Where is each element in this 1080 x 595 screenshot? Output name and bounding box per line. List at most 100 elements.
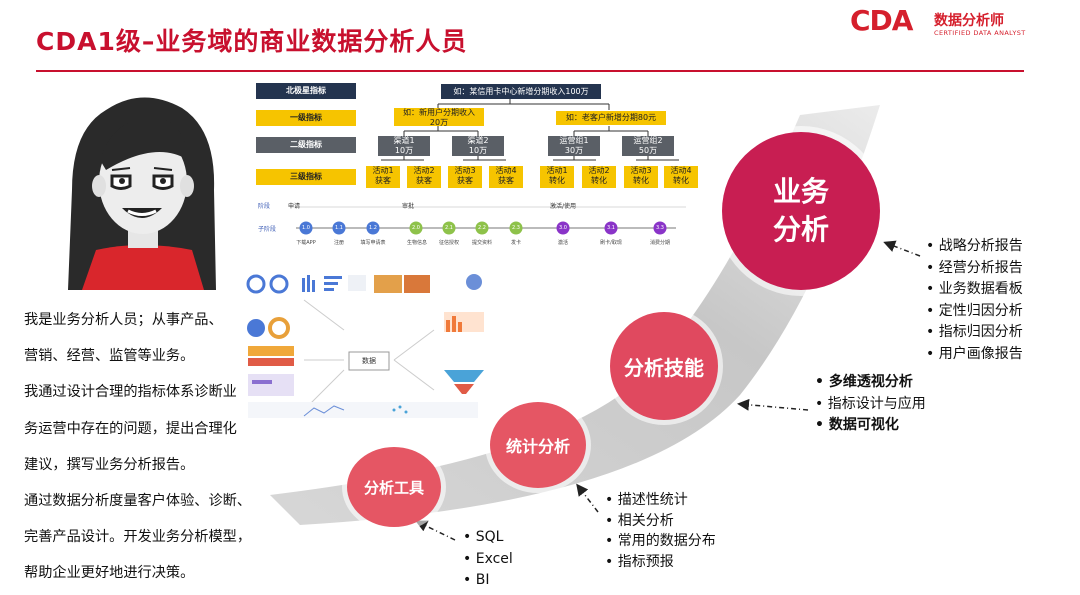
- list-item: 定性归因分析: [926, 301, 1023, 323]
- list-item: 指标预报: [605, 552, 716, 573]
- level3-label: 活动4: [495, 166, 517, 175]
- node-label: 刷卡/取现: [600, 240, 622, 246]
- analysis-skill-circle: 分析技能: [610, 312, 718, 420]
- level3-value: 获客: [498, 176, 514, 185]
- stage-label: 审批: [402, 203, 415, 210]
- customer-stage-flow: 阶段 子阶段 申请 审批 激活/使用 1.0 1.1 1.2 2.0 2.1 2…: [256, 198, 698, 260]
- level3-value: 获客: [375, 176, 391, 185]
- level3-value: 获客: [416, 176, 432, 185]
- visualization-mosaic: 数据: [244, 270, 494, 420]
- level-label-2: 二级指标: [290, 140, 322, 149]
- level2-value: 50万: [638, 146, 658, 155]
- level3-label: 活动1: [372, 166, 394, 175]
- north-star-box: 如：某信用卡中心新增分期收入100万: [441, 84, 601, 99]
- node-code: 2.3: [512, 225, 520, 231]
- statistical-analysis-list: 描述性统计 相关分析 常用的数据分布 指标预报: [605, 490, 716, 572]
- list-item: 多维透视分析: [815, 372, 926, 394]
- business-analysis-label: 业务分析: [772, 175, 829, 246]
- description-line: 务运营中存在的问题，提出合理化: [24, 420, 237, 437]
- list-item: 数据可视化: [815, 415, 926, 437]
- description-line: 我是业务分析人员；从事产品、: [24, 312, 223, 328]
- cda-logo: CDA 数据分析师 CERTIFIED DATA ANALYST: [850, 4, 1050, 46]
- level3-value: 转化: [633, 176, 649, 185]
- level2-box: 运营组1 30万: [548, 136, 600, 156]
- node-label: 提交资料: [471, 240, 492, 246]
- description-line: 营销、经营、监管等业务。: [24, 348, 195, 365]
- logo-cn-text: 数据分析师: [934, 13, 1004, 29]
- business-analysis-circle: 业务分析: [722, 132, 880, 290]
- node-code: 1.2: [369, 225, 377, 231]
- list-item: 业务数据看板: [926, 279, 1023, 301]
- analysis-tool-label: 分析工具: [363, 478, 424, 497]
- node-label: 激活: [557, 240, 568, 246]
- node-code: 3.0: [559, 225, 567, 231]
- node-label: 下载APP: [296, 240, 316, 246]
- description-line: 通过数据分析度量客户体验、诊断、: [24, 493, 252, 510]
- logo-main-text: CDA: [850, 4, 913, 37]
- level-label-north-star: 北极星指标: [286, 86, 326, 95]
- node-code: 2.0: [412, 225, 420, 231]
- analysis-skill-label: 分析技能: [624, 355, 704, 380]
- analysis-tool-circle: 分析工具: [347, 447, 441, 527]
- level3-label: 活动2: [413, 166, 435, 175]
- dashboard-center-label: 数据: [362, 357, 376, 365]
- list-item: Excel: [463, 549, 513, 571]
- level2-value: 30万: [564, 146, 584, 155]
- level2-box: 渠道2 10万: [452, 136, 504, 156]
- level2-box: 渠道1 10万: [378, 136, 430, 156]
- level2-box: 运营组2 50万: [622, 136, 674, 156]
- statistical-analysis-circle: 统计分析: [490, 402, 586, 488]
- level3-label: 活动2: [588, 166, 610, 175]
- level3-value: 转化: [673, 176, 689, 185]
- list-item: 战略分析报告: [926, 236, 1023, 258]
- level1-box: 如：老客户新增分期80元: [556, 111, 666, 125]
- list-item: SQL: [463, 527, 513, 549]
- level-label-3: 三级指标: [290, 172, 322, 181]
- list-item: 用户画像报告: [926, 344, 1023, 366]
- level1-label: 如：新用户分期收入: [403, 108, 475, 117]
- level2-value: 10万: [394, 146, 414, 155]
- node-code: 3.1: [607, 225, 615, 231]
- list-item: 描述性统计: [605, 490, 716, 511]
- node-code: 2.2: [478, 225, 486, 231]
- description-line: 完善产品设计。开发业务分析模型，: [24, 529, 252, 546]
- header-divider: [36, 70, 1024, 72]
- level2-label: 运营组1: [559, 136, 589, 145]
- list-item: 指标归因分析: [926, 322, 1023, 344]
- description-line: 我通过设计合理的指标体系诊断业: [24, 384, 237, 401]
- node-label: 注册: [333, 240, 344, 246]
- node-code: 2.1: [445, 225, 453, 231]
- level1-value: 20万: [429, 118, 449, 127]
- level1-box: 如：新用户分期收入 20万: [394, 108, 484, 127]
- substage-row-label: 子阶段: [258, 226, 277, 233]
- level3-label: 活动3: [454, 166, 476, 175]
- level3-label: 活动4: [670, 166, 692, 175]
- node-code: 1.0: [302, 225, 310, 231]
- description-line: 帮助企业更好地进行决策。: [24, 565, 195, 582]
- level3-value: 获客: [457, 176, 473, 185]
- level3-label: 活动1: [546, 166, 568, 175]
- node-label: 填写申请表: [360, 240, 386, 246]
- node-label: 发卡: [510, 240, 521, 246]
- metric-tree: 北极星指标 一级指标 二级指标 三级指标 如：某信用卡中心新增分期收入100万 …: [256, 80, 698, 198]
- list-item: 指标设计与应用: [815, 394, 926, 416]
- node-label: 消费分期: [649, 240, 670, 246]
- level2-label: 运营组2: [633, 136, 663, 145]
- stage-label: 申请: [288, 203, 301, 210]
- node-code: 1.1: [335, 225, 343, 231]
- stage-label: 激活/使用: [550, 203, 577, 210]
- level3-label: 活动3: [630, 166, 652, 175]
- level2-label: 渠道1: [393, 136, 415, 145]
- stage-row-label: 阶段: [258, 203, 271, 210]
- list-item: 常用的数据分布: [605, 531, 716, 552]
- logo-sub-text: CERTIFIED DATA ANALYST: [934, 29, 1026, 37]
- statistical-analysis-label: 统计分析: [505, 437, 570, 456]
